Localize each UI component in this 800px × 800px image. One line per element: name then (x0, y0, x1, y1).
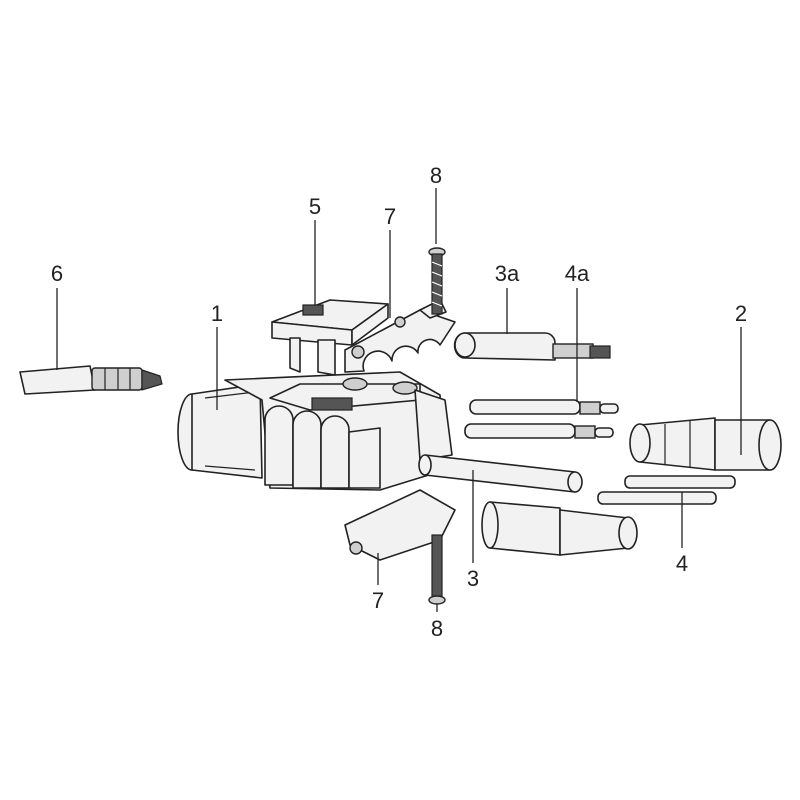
part-2-sleeve (629, 417, 782, 471)
part-4a-contacts (464, 399, 619, 439)
part-8-top-screw (428, 247, 446, 315)
label-4a: 4a (565, 261, 590, 286)
label-8-top: 8 (430, 163, 442, 188)
label-8-bottom: 8 (431, 616, 443, 641)
part-8-bottom-screw (428, 534, 446, 605)
label-3: 3 (467, 566, 479, 591)
label-2: 2 (735, 301, 747, 326)
part-1-housing (177, 371, 453, 491)
label-1: 1 (211, 301, 223, 326)
part-3a-tube (453, 332, 611, 361)
label-7-bottom: 7 (372, 588, 384, 613)
part-2-lower-sleeve (481, 501, 638, 556)
part-5-cover (271, 299, 389, 376)
label-6: 6 (51, 261, 63, 286)
part-4-contacts (597, 475, 736, 505)
part-3-tube (418, 454, 583, 493)
part-6-pin (19, 365, 163, 395)
label-4: 4 (676, 551, 688, 576)
label-7-top: 7 (384, 204, 396, 229)
leader-lines (56, 188, 742, 612)
label-5: 5 (309, 194, 321, 219)
label-3a: 3a (495, 261, 520, 286)
